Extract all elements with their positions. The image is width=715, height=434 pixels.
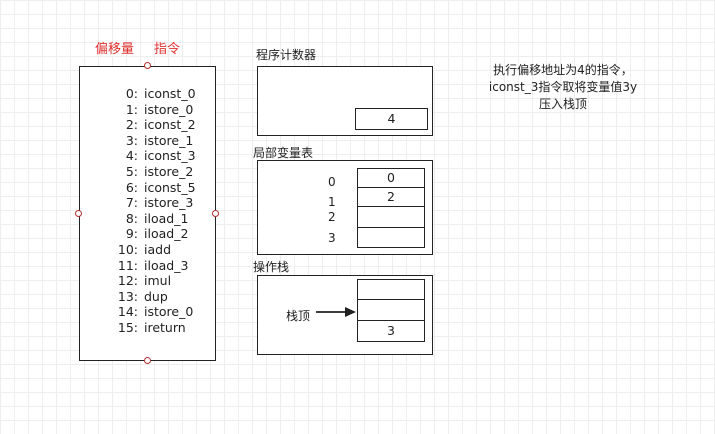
resize-handle-bottom[interactable] — [144, 357, 151, 364]
instruction-opcode: istore_0 — [144, 101, 194, 117]
instruction-offset: 5: — [125, 164, 138, 179]
instruction-opcode: iconst_5 — [144, 179, 196, 195]
note-line-1: 执行偏移地址为4的指令， — [493, 63, 633, 77]
instruction-header: 指令 — [154, 42, 181, 57]
pc-value: 4 — [355, 108, 428, 130]
locals-title: 局部变量表 — [253, 146, 314, 160]
instruction-offset: 12: — [117, 273, 138, 289]
note-line-2: iconst_3指令取将变量值3y — [488, 80, 638, 94]
stack-title: 操作栈 — [253, 260, 290, 274]
note-line-3: 压入栈顶 — [538, 97, 587, 111]
locals-slot-2 — [357, 206, 425, 228]
instruction-offset: 3: — [125, 132, 138, 148]
resize-handle-top[interactable] — [144, 62, 151, 69]
locals-index-1: 1 — [328, 195, 336, 209]
stack-top-arrow-icon — [316, 307, 356, 317]
locals-slot-0: 0 — [357, 168, 425, 188]
locals-slot-3 — [357, 227, 425, 248]
instruction-opcode: iadd — [144, 242, 172, 257]
instruction-opcode: iconst_0 — [144, 86, 196, 101]
instruction-opcode: iload_1 — [144, 210, 189, 226]
instruction-offset: 8: — [125, 210, 138, 226]
instruction-opcode: istore_1 — [144, 132, 194, 148]
instruction-offset: 1: — [125, 101, 138, 117]
instruction-offset: 7: — [125, 195, 138, 211]
locals-slot-1: 2 — [357, 187, 425, 207]
stack-slot-2: 3 — [357, 320, 425, 342]
resize-handle-left[interactable] — [75, 210, 82, 217]
instruction-opcode: iload_2 — [144, 226, 189, 242]
instruction-offset: 0: — [125, 86, 138, 101]
instruction-offset: 4: — [125, 148, 138, 164]
instruction-list-box[interactable]: 0: iconst_0 1: istore_0 2: iconst_2 3: istore_1… — [79, 66, 216, 361]
instruction-offset: 13: — [117, 288, 138, 304]
instruction-opcode: iconst_2 — [144, 117, 196, 133]
instruction-opcode: imul — [144, 273, 172, 289]
instruction-opcode: istore_3 — [144, 195, 194, 211]
instruction-opcode: dup — [144, 288, 168, 304]
instruction-opcode: iload_3 — [144, 257, 189, 273]
instruction-offset: 11: — [117, 257, 138, 273]
instruction-opcode: istore_2 — [144, 164, 194, 179]
instruction-opcode: istore_0 — [144, 304, 194, 320]
instruction-opcode: ireturn — [144, 320, 186, 335]
instruction-offset: 15: — [117, 320, 138, 335]
pc-title: 程序计数器 — [256, 48, 317, 62]
instruction-offset: 2: — [125, 117, 138, 133]
offset-header: 偏移量 — [95, 42, 135, 57]
instruction-offset: 9: — [125, 226, 138, 242]
locals-index-2: 2 — [328, 210, 336, 224]
instruction-offset: 6: — [125, 179, 138, 195]
instruction-offset: 14: — [117, 304, 138, 320]
instruction-opcode: iconst_3 — [144, 148, 196, 164]
stack-slot-1 — [357, 299, 425, 321]
stack-top-label: 栈顶 — [286, 309, 311, 323]
explanation-note: 执行偏移地址为4的指令， iconst_3指令取将变量值3y 压入栈顶 — [470, 62, 656, 113]
resize-handle-right[interactable] — [212, 210, 219, 217]
instruction-offset: 10: — [117, 242, 138, 257]
locals-index-0: 0 — [328, 175, 336, 189]
stack-slot-0 — [357, 279, 425, 300]
locals-index-3: 3 — [328, 231, 336, 245]
